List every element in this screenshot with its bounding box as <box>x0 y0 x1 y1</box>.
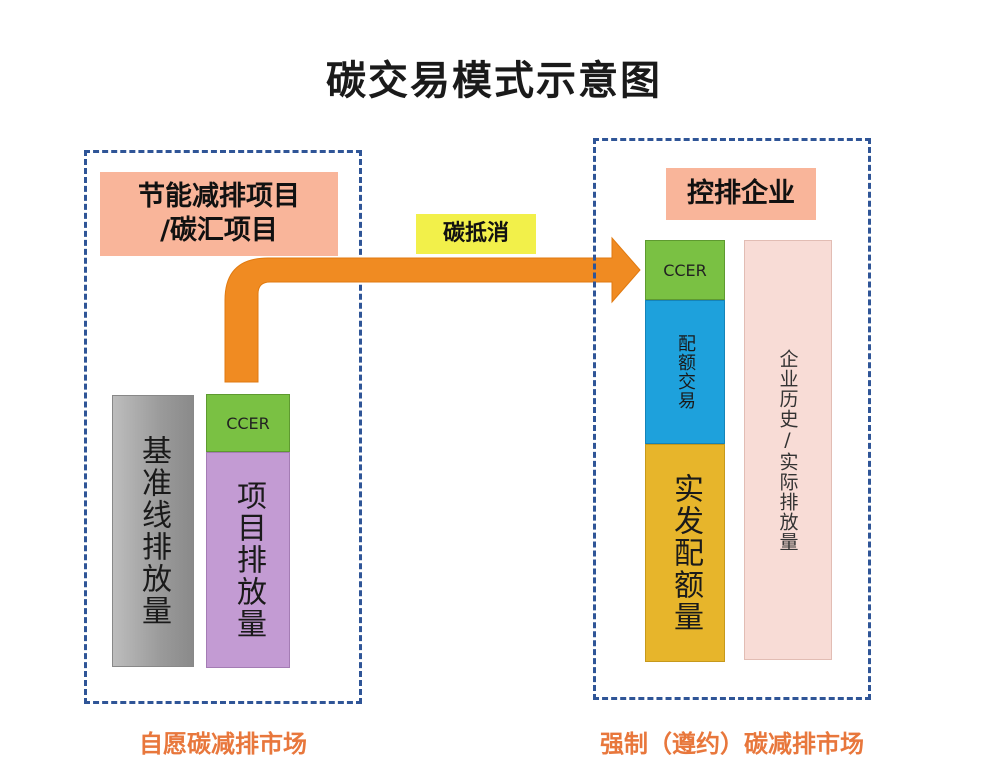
project-emission-bar: 项目排放量 <box>206 452 290 668</box>
enterprise-history-bar: 企业历史/实际排放量 <box>744 240 832 660</box>
compliance-market-name: 强制（遵约）碳减排市场 <box>600 730 864 758</box>
allocation-bar: 实发配额量 <box>645 444 725 662</box>
diagram-title: 碳交易模式示意图 <box>326 58 662 104</box>
voluntary-market-box <box>84 150 362 704</box>
project-label-line1: 节能减排项目 <box>138 181 300 213</box>
ccer-block-right: CCER <box>645 240 725 300</box>
carbon-offset-label: 碳抵消 <box>416 214 536 254</box>
project-label: 节能减排项目 /碳汇项目 <box>100 172 338 256</box>
project-emission-label: 项目排放量 <box>231 480 266 640</box>
ccer-block-left: CCER <box>206 394 290 452</box>
baseline-emission-label: 基准线排放量 <box>136 435 171 627</box>
baseline-emission-bar: 基准线排放量 <box>112 395 194 667</box>
ccer-label-left: CCER <box>226 413 270 433</box>
ccer-label-right: CCER <box>663 260 707 280</box>
voluntary-market-name: 自愿碳减排市场 <box>139 730 307 758</box>
quota-trade-label: 配额交易 <box>675 334 696 410</box>
compliance-market-box <box>593 138 871 700</box>
enterprise-label: 控排企业 <box>666 168 816 220</box>
allocation-label: 实发配额量 <box>668 473 703 633</box>
project-label-line2: /碳汇项目 <box>160 215 278 246</box>
quota-trade-bar: 配额交易 <box>645 300 725 444</box>
enterprise-history-label: 企业历史/实际排放量 <box>776 348 799 552</box>
